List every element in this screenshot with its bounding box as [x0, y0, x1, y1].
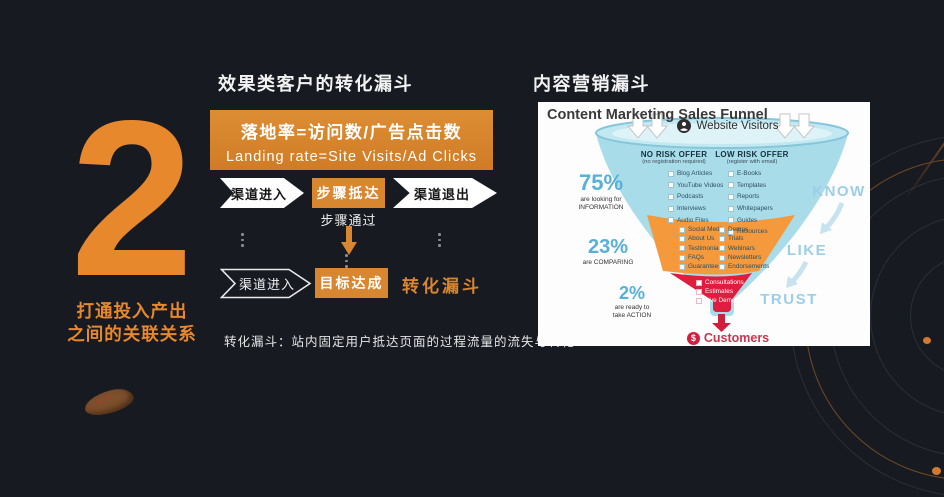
funnel-list-item: Newsletters — [719, 253, 769, 262]
funnel-list-item: Trials — [719, 234, 769, 243]
slide-number: 2 — [70, 75, 194, 323]
ellipsis-dots — [345, 254, 348, 268]
funnel-list-item: Guarantees — [679, 262, 725, 271]
customers-label: Customers — [703, 331, 770, 345]
stat-information-line2: INFORMATION — [578, 204, 624, 211]
stat-comparing-line1: are COMPARING — [582, 259, 634, 266]
funnel-list-item: Podcasts — [668, 191, 723, 203]
decor-dot — [923, 337, 931, 344]
funnel-list-item: Live Demos — [696, 296, 744, 305]
no-risk-offer-title: NO RISK OFFER — [640, 150, 708, 159]
stage-trust: TRUST — [760, 291, 818, 308]
stat-action: 2% are ready to take ACTION — [586, 283, 678, 320]
no-risk-offer-subtitle: (no registration required) — [642, 159, 706, 165]
stage-like: LIKE — [786, 242, 828, 259]
funnel-list-item: Webinars — [719, 244, 769, 253]
outline-arrow-icon — [219, 268, 312, 299]
funnel-list-item: Estimates — [696, 287, 744, 296]
goal-reached-box: 目标达成 — [315, 268, 388, 298]
stat-action-pct: 2% — [618, 283, 645, 303]
low-risk-offer-title: LOW RISK OFFER — [715, 150, 789, 159]
funnel-list-item: Audio Files — [668, 214, 723, 226]
orange-down-arrow-icon — [341, 226, 357, 255]
ellipsis-dots — [241, 233, 244, 247]
stage-know: KNOW — [812, 183, 866, 200]
channel-in-top-label: 渠道进入 — [230, 186, 287, 202]
effect-funnel-heading: 效果类客户的转化漏斗 — [218, 74, 413, 94]
stage-arrowheads — [786, 222, 832, 288]
infographic-title: Content Marketing Sales Funnel — [547, 107, 768, 123]
funnel-list-item: Consultations — [696, 278, 744, 287]
customers-arrow-icon — [712, 314, 731, 332]
stat-information-pct: 75% — [578, 170, 624, 195]
funnel-list-item: Templates — [728, 180, 773, 192]
funnel-note: 转化漏斗：站内固定用户抵达页面的过程流量的流失与转化 — [224, 335, 576, 349]
decor-dot — [932, 467, 941, 475]
funnel-list-item: Blog Articles — [668, 168, 723, 180]
channel-out-arrow: 渠道退出 — [393, 178, 497, 208]
funnel-list-item: About Us — [679, 234, 725, 243]
stat-action-line1: are ready to — [614, 304, 650, 311]
customers-row: $ Customers — [658, 331, 798, 345]
funnel-list-item: YouTube Videos — [668, 180, 723, 192]
funnel-list-item: Interviews — [668, 203, 723, 215]
content-marketing-funnel-image: Content Marketing Sales Funnel Website V… — [538, 102, 870, 346]
channel-in-bottom-label: 渠道进入 — [238, 277, 295, 292]
visitor-person-icon — [677, 119, 692, 133]
channel-out-label: 渠道退出 — [413, 186, 470, 202]
no-risk-offer-header: NO RISK OFFER (no registration required) — [624, 150, 724, 165]
stat-information: 75% are looking for INFORMATION — [552, 170, 650, 212]
channel-in-arrow-bottom: 渠道进入 — [219, 268, 312, 299]
stat-comparing-pct: 23% — [587, 236, 629, 258]
slide-subtitle-line2: 之间的关联关系 — [67, 324, 197, 344]
website-visitors: Website Visitors — [578, 119, 878, 133]
conversion-funnel-label: 转化漏斗 — [402, 277, 482, 296]
website-visitors-label: Website Visitors — [696, 120, 779, 132]
decor-brush — [82, 385, 136, 419]
slide-subtitle: 打通投入产出 之间的关联关系 — [36, 300, 228, 346]
stat-action-line2: take ACTION — [612, 312, 652, 319]
low-risk-offer-header: LOW RISK OFFER (register with email) — [702, 150, 802, 165]
content-funnel-heading: 内容营销漏斗 — [533, 74, 650, 94]
slide: 2 打通投入产出 之间的关联关系 效果类客户的转化漏斗 落地率=访问数/广告点击… — [0, 0, 944, 479]
stat-information-line1: are looking for — [580, 196, 622, 203]
stat-comparing: 23% are COMPARING — [560, 236, 656, 267]
funnel-list-item: Guides — [728, 214, 773, 226]
step-pass-label: 步骤通过 — [320, 213, 377, 228]
funnel-list-item: FAQs — [679, 253, 725, 262]
landing-rate-formula-box: 落地率=访问数/广告点击数 Landing rate=Site Visits/A… — [210, 110, 493, 170]
slide-subtitle-line1: 打通投入产出 — [76, 301, 188, 321]
funnel-list-item: E-Books — [728, 168, 773, 180]
funnel-list-item: Social Media — [679, 225, 725, 234]
formula-en: Landing rate=Site Visits/Ad Clicks — [226, 149, 477, 165]
funnel-list-item: Testimonials — [679, 244, 725, 253]
step-arrive-label: 步骤抵达 — [316, 185, 381, 201]
low-risk-offer-subtitle: (register with email) — [726, 159, 778, 165]
funnel-list-item: Demos — [719, 225, 769, 234]
channel-in-arrow-top: 渠道进入 — [220, 178, 304, 208]
step-arrive-box: 步骤抵达 — [312, 178, 385, 208]
funnel-list-item: Endorsements — [719, 262, 769, 271]
funnel-list-item: Reports — [728, 191, 773, 203]
visitor-arrows-icon — [626, 113, 816, 139]
funnel-list-item: Whitepapers — [728, 203, 773, 215]
ellipsis-dots — [438, 233, 441, 247]
dollar-icon: $ — [686, 331, 700, 345]
goal-reached-label: 目标达成 — [319, 275, 384, 291]
formula-cn: 落地率=访问数/广告点击数 — [240, 123, 463, 142]
